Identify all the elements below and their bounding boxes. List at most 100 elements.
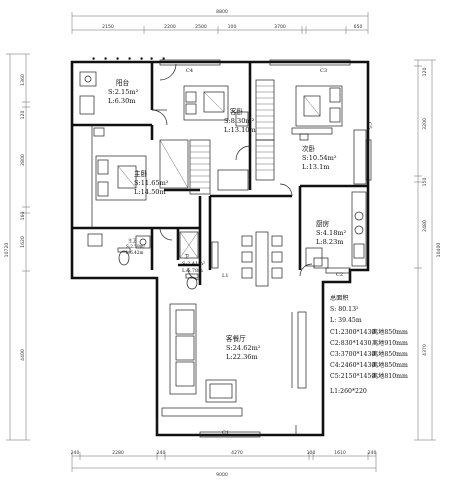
room-master-area: S:11.65m² <box>134 179 169 187</box>
svg-text:✱: ✱ <box>150 56 154 61</box>
top-seg-1: 2150 <box>102 24 114 30</box>
left-seg-2: 120 <box>20 111 26 120</box>
right-seg-3: 150 <box>422 178 428 187</box>
coffee-table <box>205 379 237 403</box>
summary-perimeter: L: 39.45m <box>330 317 362 324</box>
top-seg-5: 3700 <box>274 24 286 30</box>
room-balcony: 阳台 S:2.15m² L:6.30m <box>108 78 139 105</box>
summary-c2-note: 离地910mm <box>372 339 408 347</box>
side-cabinet <box>161 407 243 417</box>
window-c3: C3 <box>320 68 327 74</box>
room-balcony-perimeter: L:6.30m <box>108 97 136 105</box>
bottom-seg-4: 4270 <box>231 450 243 456</box>
room-master-name: 主卧 <box>134 169 148 178</box>
room-bath-area: S:2.41m² <box>182 261 205 267</box>
svg-text:✱: ✱ <box>140 56 144 61</box>
dimension-top: 8800 2150 2200 2500 100 3700 650 <box>71 9 369 34</box>
svg-text:✱: ✱ <box>116 56 120 61</box>
balcony-plants: ✱ ✱ ✱ ✱ ✱ ✱ ✱ <box>92 56 166 61</box>
bed-master <box>95 155 147 201</box>
summary-title: 总面积 <box>330 294 349 302</box>
window-c1: C1 <box>222 430 229 436</box>
top-total: 8800 <box>216 9 228 15</box>
summary-c4-note: 离地850mm <box>372 361 408 369</box>
window-l1: L1 <box>222 273 229 279</box>
summary-c2-code: C2:830*1430 <box>330 340 371 347</box>
top-seg-2: 2200 <box>164 24 176 30</box>
room-master-perimeter: L:14.50m <box>134 188 166 196</box>
summary-c3-code: C3:3700*1430 <box>330 351 375 358</box>
desks <box>79 71 333 141</box>
summary-c1-note: 离地850mm <box>372 328 408 336</box>
summary-l1: L1:260*220 <box>330 388 367 395</box>
bottom-seg-2: 2280 <box>112 450 124 456</box>
top-seg-3: 2500 <box>195 24 207 30</box>
bottom-seg-7: 240 <box>368 450 377 456</box>
room-living: 客餐厅 S:24.62m² L:22.36m <box>226 334 261 361</box>
wardrobes <box>159 79 367 195</box>
room-living-perimeter: L:22.36m <box>226 353 258 361</box>
sofa <box>169 303 197 395</box>
room-bath-perimeter: L:6.78m <box>182 268 203 274</box>
top-seg-4: 100 <box>228 24 237 30</box>
svg-text:✱: ✱ <box>92 56 96 61</box>
bed-second <box>295 85 343 127</box>
bottom-seg-6: 1610 <box>334 450 346 456</box>
room-second: 次卧 S:10.54m² L:13.1m <box>302 144 337 171</box>
window-c4: C4 <box>186 68 193 74</box>
room-bath-name: 卫 <box>184 254 189 260</box>
dimension-left: 10720 1360 120 2800 160 1620 4400 <box>4 53 30 441</box>
room-living-area: S:24.62m² <box>226 344 261 352</box>
window-markers: C4 C3 C2 C1 C5 L1 <box>159 59 372 438</box>
room-living-name: 客餐厅 <box>226 334 246 343</box>
room-master-bath-perimeter: L:6.42m <box>126 250 144 255</box>
room-kitchen-area: S:4.18m² <box>316 229 347 237</box>
room-kitchen-perimeter: L:8.23m <box>316 238 344 246</box>
svg-text:✱: ✱ <box>104 56 108 61</box>
tv-cabinet <box>291 311 307 389</box>
room-master: 主卧 S:11.65m² L:14.50m <box>134 169 169 196</box>
right-seg-2: 3200 <box>422 118 428 130</box>
left-seg-6: 4400 <box>20 349 26 361</box>
right-total: 10400 <box>436 243 442 258</box>
doors <box>151 63 313 435</box>
bed-guest <box>183 85 229 121</box>
room-guest-name: 客卧 <box>230 107 244 116</box>
room-guest-area: S:8.30m² <box>224 117 255 125</box>
summary-c4-code: C4:2460*1430 <box>330 362 375 369</box>
room-guest-perimeter: L:13.10m <box>224 126 256 134</box>
summary-c5-note: 离地810mm <box>372 372 408 380</box>
exterior-wall <box>70 60 370 437</box>
bottom-total: 9000 <box>216 472 228 478</box>
svg-text:✱: ✱ <box>162 56 166 61</box>
right-seg-4: 2480 <box>422 220 428 232</box>
summary-legend: 总面积 S: 80.13² L: 39.45m C1:2300*1430 离地8… <box>330 294 408 395</box>
room-balcony-name: 阳台 <box>116 78 130 87</box>
window-c5: C5 <box>366 122 372 129</box>
dimension-bottom: 240 2280 240 4270 100 1610 240 9000 <box>71 450 377 478</box>
summary-c1-code: C1:2300*1430 <box>330 329 375 336</box>
summary-area: S: 80.13² <box>330 306 359 313</box>
bottom-seg-3: 240 <box>157 450 166 456</box>
room-bath: 卫 S:2.41m² L:6.78m <box>182 254 205 274</box>
master-bath-fixtures <box>87 233 151 266</box>
room-second-name: 次卧 <box>302 144 316 153</box>
interior-walls <box>72 62 368 285</box>
room-guest: 客卧 S:8.30m² L:13.10m <box>224 107 256 134</box>
svg-text:✱: ✱ <box>128 56 132 61</box>
bath-fixtures <box>179 231 199 290</box>
room-kitchen: 厨房 S:4.18m² L:8.23m <box>316 219 347 246</box>
left-seg-5: 1620 <box>20 236 26 248</box>
left-total: 10720 <box>4 243 10 258</box>
left-seg-3: 2800 <box>20 154 26 166</box>
room-second-perimeter: L:13.1m <box>302 163 330 171</box>
room-second-area: S:10.54m² <box>302 154 337 162</box>
right-seg-5: 4370 <box>422 344 428 356</box>
left-seg-4: 160 <box>20 212 26 221</box>
room-balcony-area: S:2.15m² <box>108 88 139 96</box>
bottom-seg-1: 240 <box>71 450 80 456</box>
room-kitchen-name: 厨房 <box>316 219 330 228</box>
kitchen-fixtures <box>305 191 367 269</box>
summary-c3-note: 离地850mm <box>372 350 408 358</box>
